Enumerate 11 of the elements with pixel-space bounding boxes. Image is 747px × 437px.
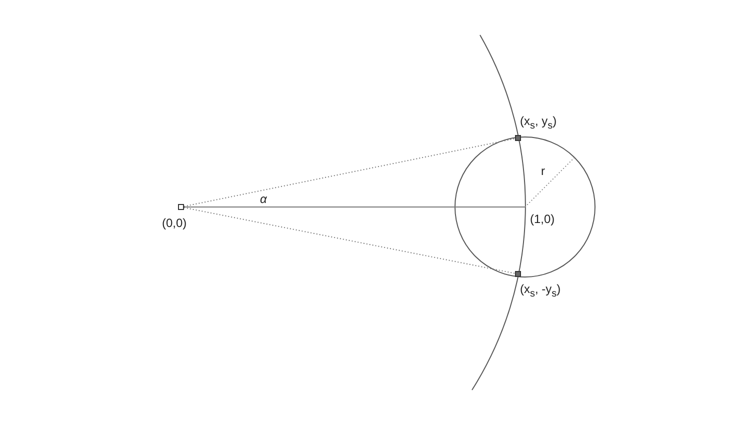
point-marker: [515, 135, 521, 141]
angle-label: α: [260, 192, 267, 206]
coordinate-label: (x$_{s}$, -y$_{s}$): [520, 282, 561, 302]
radius-label: r: [541, 164, 545, 178]
coordinate-label: (1,0): [530, 212, 555, 226]
point-marker: [515, 271, 521, 277]
coordinate-label: (x$_{s}$, y$_{s}$): [520, 114, 557, 134]
dotted-line: [184, 138, 516, 207]
coordinate-label: (0,0): [162, 216, 187, 230]
dotted-line: [184, 207, 516, 274]
point-marker: [178, 204, 184, 210]
